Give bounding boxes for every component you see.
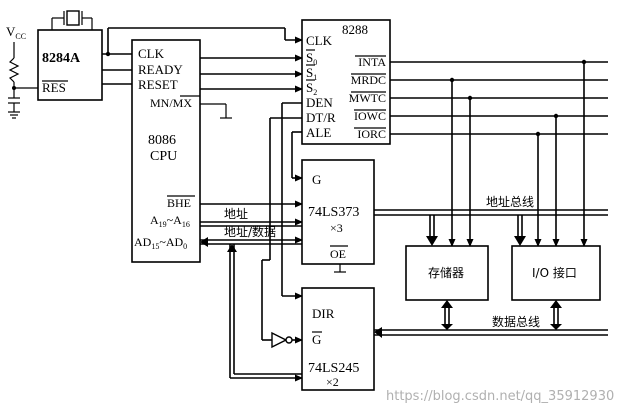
cpu-pin-clk: CLK [138,46,165,61]
bus-controller-pin-dtr: DT/R [306,110,336,125]
label-address: 地址 [224,207,248,221]
cpu-pin-reset: RESET [138,77,178,92]
cpu-name: 8086 [148,133,176,148]
memory-label: 存储器 [428,265,464,280]
latch-pin-oe: OE [330,247,346,261]
bus-controller-pin-iowc: IOWC [354,109,386,123]
cpu-pin-ad: AD15~AD0 [134,235,187,251]
clock-generator-name: 8284A [42,51,81,66]
latch-count: ×3 [330,221,343,235]
cpu-8086 [131,39,201,263]
label-data-bus: 数据总线 [492,314,540,329]
cpu-pin-mnmx: MN/MX [150,96,192,110]
crystal-icon [51,10,93,30]
bus-controller-8288 [301,19,391,145]
bus-controller-name: 8288 [342,22,368,37]
latch-name: 74LS373 [308,205,359,220]
watermark: https://blog.csdn.net/qq_35912930 [386,389,614,404]
cpu-pin-address: A19~A16 [150,213,190,229]
bus-controller-pin-den: DEN [306,95,333,110]
transceiver-name: 74LS245 [308,361,359,376]
label-address-bus: 地址总线 [486,195,534,209]
cpu-pin-bhe: BHE [167,196,191,210]
transceiver-74ls245 [301,287,375,391]
cpu-pin-ready: READY [138,62,183,77]
latch-pin-g: G [312,172,321,187]
latch-transceiver-control-wires [261,102,303,349]
bus-controller-pin-clk: CLK [306,33,333,48]
overbars [351,55,386,129]
clock-generator-8284a [37,29,103,101]
io-interface-label: I/O 接口 [532,265,577,280]
address-bus [374,209,608,246]
bus-controller-pin-s0: S0 [306,50,317,67]
transceiver-pin-dir: DIR [312,306,335,321]
control-bus-lines [390,59,608,247]
cpu-name-line2: CPU [150,149,177,164]
transceiver-count: ×2 [326,375,339,389]
vcc-label: VCC [6,24,26,41]
bus-controller-pin-inta: INTA [358,55,386,69]
clock-generator-res-pin: RES [42,80,66,95]
bus-controller-pin-mwtc: MWTC [349,91,386,105]
transceiver-pin-g: G [312,332,321,347]
status-signal-wires [200,54,303,93]
ground-icon [200,103,232,119]
bus-controller-pin-s2: S2 [306,80,317,97]
io-interface-block [511,245,601,301]
memory-block [405,245,489,301]
power-reset-network [8,42,38,119]
bus-controller-pin-mrdc: MRDC [351,73,386,87]
bus-controller-pin-ale: ALE [306,125,331,140]
cpu-bus-wires [200,200,303,382]
label-address-data: 地址/数据 [224,224,276,239]
latch-74ls373 [301,159,375,265]
data-bus [374,300,608,338]
bus-controller-pin-s1: S1 [306,65,317,82]
bus-controller-pin-iorc: IORC [357,127,386,141]
